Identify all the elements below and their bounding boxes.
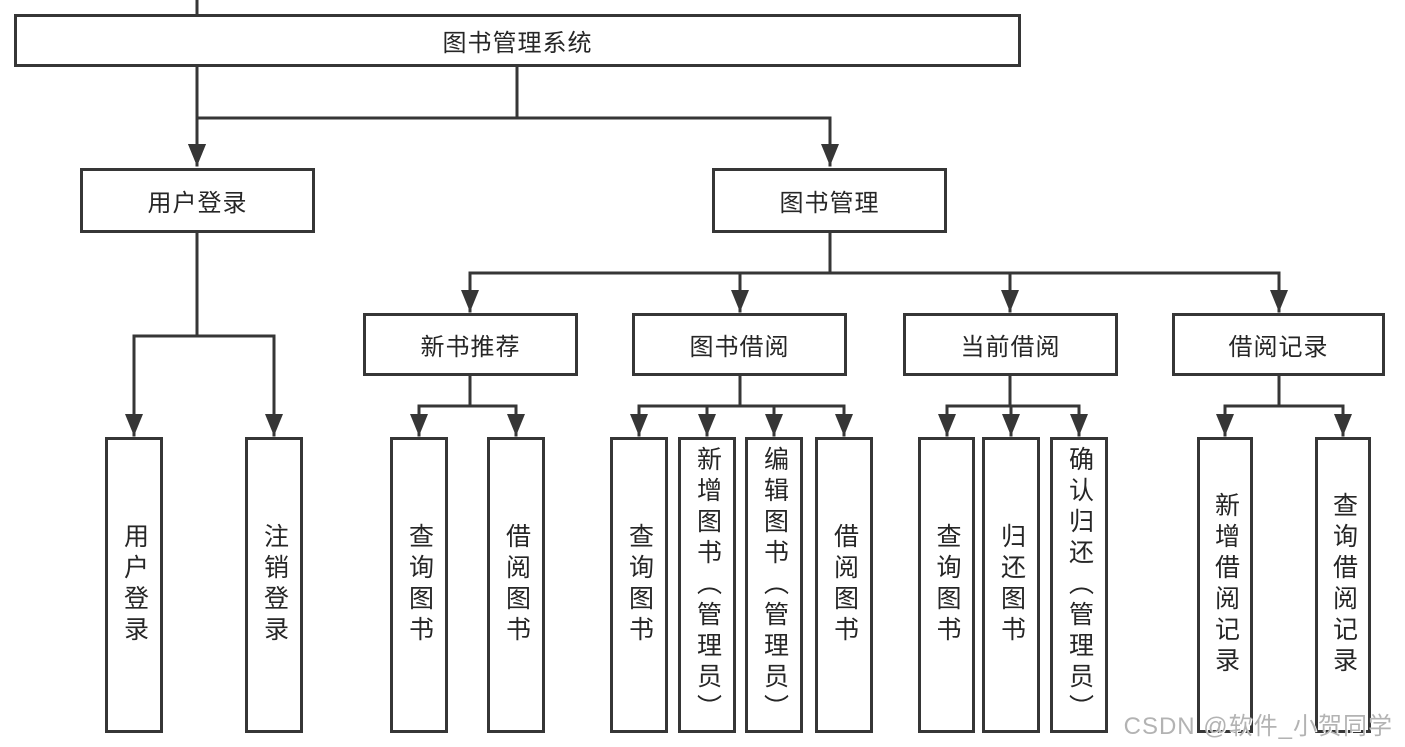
tree-leaf-borrow-books-2: 借阅图书 xyxy=(815,437,873,733)
tree-leaf-borrow-books-1: 借阅图书 xyxy=(487,437,545,733)
node-label: 查询图书 xyxy=(625,523,654,647)
node-label: 借阅图书 xyxy=(830,523,859,647)
node-label: 新增图书（管理员） xyxy=(693,445,722,725)
tree-leaf-user-login: 用户登录 xyxy=(105,437,163,733)
tree-leaf-query-borrow-record: 查询借阅记录 xyxy=(1315,437,1371,733)
tree-node-root: 图书管理系统 xyxy=(14,14,1021,67)
node-label: 当前借阅 xyxy=(960,334,1061,361)
node-label: 归还图书 xyxy=(997,523,1026,647)
tree-leaf-query-books-1: 查询图书 xyxy=(390,437,448,733)
tree-node-current-borrowing: 当前借阅 xyxy=(903,313,1118,376)
tree-node-book-management-module: 图书管理 xyxy=(712,168,947,233)
node-label: 用户登录 xyxy=(120,523,149,647)
node-label: 图书借阅 xyxy=(689,334,790,361)
node-label: 借阅记录 xyxy=(1228,334,1329,361)
tree-leaf-add-borrow-record: 新增借阅记录 xyxy=(1197,437,1253,733)
node-label: 编辑图书（管理员） xyxy=(760,445,789,725)
node-label: 查询图书 xyxy=(405,523,434,647)
tree-node-borrowing-records: 借阅记录 xyxy=(1172,313,1385,376)
node-label: 用户登录 xyxy=(147,190,248,217)
node-label: 借阅图书 xyxy=(502,523,531,647)
node-label: 查询图书 xyxy=(933,523,961,647)
node-label: 注销登录 xyxy=(260,523,289,647)
tree-leaf-edit-books-admin: 编辑图书（管理员） xyxy=(745,437,803,733)
tree-leaf-query-books-2: 查询图书 xyxy=(610,437,668,733)
tree-leaf-return-books: 归还图书 xyxy=(982,437,1040,733)
node-label: 图书管理系统 xyxy=(442,30,593,57)
node-label: 确认归还（管理员） xyxy=(1065,445,1094,725)
node-label: 查询借阅记录 xyxy=(1329,492,1358,678)
tree-node-book-borrowing: 图书借阅 xyxy=(632,313,847,376)
tree-node-user-login-module: 用户登录 xyxy=(80,168,315,233)
tree-leaf-query-books-3: 查询图书 xyxy=(918,437,975,733)
tree-leaf-logout: 注销登录 xyxy=(245,437,303,733)
tree-leaf-add-books-admin: 新增图书（管理员） xyxy=(678,437,736,733)
node-label: 新增借阅记录 xyxy=(1211,492,1240,678)
tree-node-new-book-recommendation: 新书推荐 xyxy=(363,313,578,376)
node-label: 图书管理 xyxy=(779,190,880,217)
csdn-watermark: CSDN @软件_小贺同学 xyxy=(1123,713,1393,740)
node-label: 新书推荐 xyxy=(420,334,521,361)
tree-leaf-confirm-return-admin: 确认归还（管理员） xyxy=(1050,437,1108,733)
